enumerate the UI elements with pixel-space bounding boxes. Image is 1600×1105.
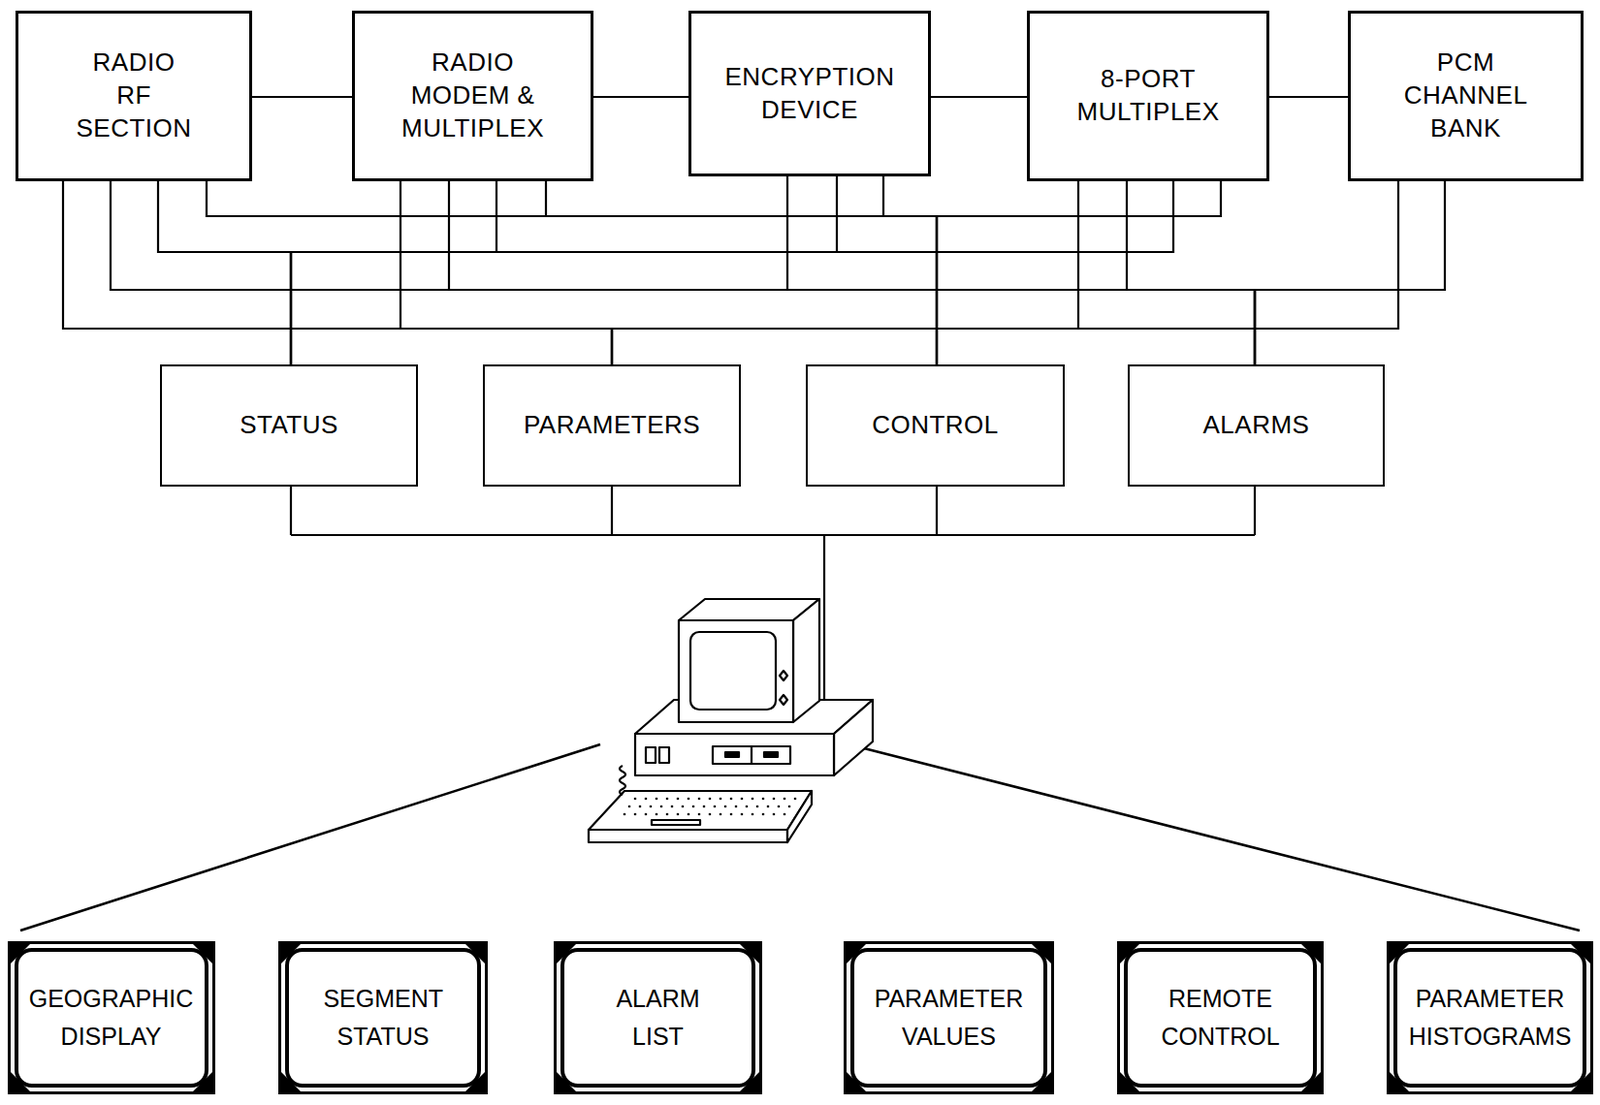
screen-display: PARAMETER VALUES: [843, 941, 1055, 1095]
bus-wire: [1126, 181, 1255, 365]
screen-frame: [1117, 941, 1324, 1095]
bus-wire: [158, 181, 291, 365]
bus-wire: [1254, 181, 1445, 365]
bus-wire: [252, 96, 352, 98]
box-label: ALARM LIST: [615, 980, 700, 1056]
box-label: GEOGRAPHIC DISPLAY: [29, 980, 193, 1056]
screen-frame: [553, 941, 763, 1095]
box-label: ENCRYPTION DEVICE: [712, 61, 907, 128]
category-box: ALARMS: [1127, 364, 1385, 487]
device-box: 8-PORT MULTIPLEX: [1026, 10, 1270, 182]
category-box: PARAMETERS: [482, 364, 741, 487]
box-label: PCM CHANNEL BANK: [1398, 46, 1535, 145]
screen-display: GEOGRAPHIC DISPLAY: [7, 941, 216, 1095]
bus-wire: [448, 181, 1255, 365]
bus-wire: [290, 181, 497, 365]
screen-frame: [7, 941, 216, 1095]
bus-wire: [883, 176, 937, 365]
screen-display: REMOTE CONTROL: [1117, 941, 1324, 1095]
screen-display: SEGMENT STATUS: [278, 941, 488, 1095]
bus-wire: [611, 181, 1079, 365]
bus-wire: [290, 181, 1174, 365]
bus-wire: [545, 181, 937, 365]
bus-wire: [110, 181, 1255, 365]
device-box: ENCRYPTION DEVICE: [688, 10, 931, 177]
device-box: PCM CHANNEL BANK: [1347, 10, 1584, 182]
bus-wire: [936, 181, 1221, 365]
screen-display: ALARM LIST: [553, 941, 763, 1095]
box-label: PARAMETER HISTOGRAMS: [1408, 980, 1572, 1056]
category-box: CONTROL: [805, 364, 1065, 487]
screen-frame: [1386, 941, 1594, 1095]
bus-wire: [787, 176, 1255, 365]
box-label: PARAMETER VALUES: [874, 980, 1024, 1056]
box-label: RADIO RF SECTION: [75, 46, 192, 145]
bus-wire: [290, 176, 837, 365]
screen-display: PARAMETER HISTOGRAMS: [1386, 941, 1594, 1095]
bus-wire: [400, 181, 612, 365]
screen-frame: [278, 941, 488, 1095]
computer: [588, 599, 873, 843]
bus-wire: [1269, 96, 1348, 98]
box-label: RADIO MODEM & MULTIPLEX: [395, 46, 551, 145]
box-label: STATUS: [239, 410, 339, 441]
box-label: ALARMS: [1203, 410, 1311, 441]
box-label: PARAMETERS: [523, 410, 701, 441]
bus-wire: [930, 96, 1027, 98]
screen-frame: [843, 941, 1055, 1095]
box-label: CONTROL: [871, 410, 999, 441]
bus-wire: [63, 181, 612, 365]
bus-wire: [593, 96, 689, 98]
keyboard-keys: [623, 798, 798, 817]
bus-wire: [206, 181, 937, 365]
device-box: RADIO MODEM & MULTIPLEX: [352, 10, 594, 182]
box-label: 8-PORT MULTIPLEX: [1051, 63, 1246, 129]
category-box: STATUS: [160, 364, 418, 487]
box-label: REMOTE CONTROL: [1160, 980, 1280, 1056]
box-label: SEGMENT STATUS: [322, 980, 443, 1056]
device-box: RADIO RF SECTION: [15, 10, 253, 182]
bus-wire: [611, 181, 1399, 365]
